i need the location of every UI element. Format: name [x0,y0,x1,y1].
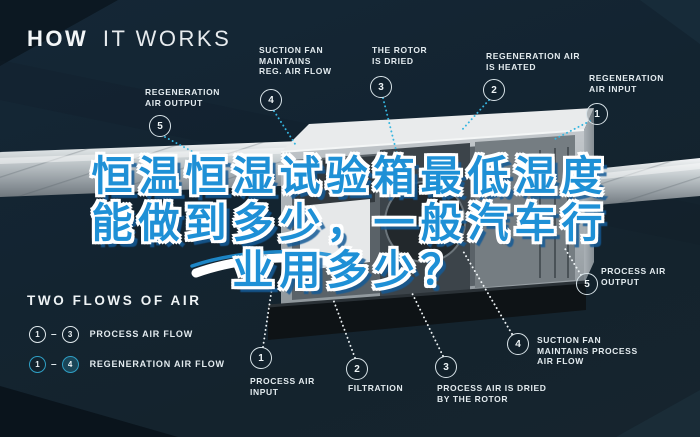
title-light: IT WORKS [102,26,232,51]
callout-label-regen-output: REGENERATION AIR OUTPUT [145,87,221,108]
legend-circle-number: 1 [35,359,40,369]
callout-label-rotor-dried: THE ROTOR IS DRIED [372,45,428,66]
headline-line-2: 能做到多少，一般汽车行 [91,200,609,246]
badge-number: 4 [515,338,521,350]
machine-top-face [281,108,594,152]
callout-label-process-input: PROCESS AIR INPUT [250,376,315,397]
machine-panel-right [475,135,575,288]
legend-circle-to: 4 [61,355,79,373]
machine-right-face [584,108,594,284]
badge-number: 5 [584,278,590,290]
callout-badge-filtration: 2 [346,358,368,380]
machine-panel-dark-left [295,156,375,209]
badge-number: 3 [378,81,384,93]
legend-circle-number: 1 [35,329,40,339]
legend-range-dash: – [51,328,57,340]
callout-badge-regen-input: 1 [586,103,608,125]
legend-circle-from: 1 [29,325,46,343]
swoosh-accent [190,249,332,278]
legend-title: TWO FLOWS OF AIR [27,293,202,308]
page-title: HOW IT WORKS [27,26,231,52]
corner-band-bottom-left [0,386,178,437]
legend-circle-number: 3 [67,329,73,339]
corner-band-bottom-right [616,390,700,437]
callout-badge-regen-output: 5 [149,115,171,137]
legend-circle-from: 1 [29,355,46,373]
callout-badge-suction-reg: 4 [260,89,282,111]
badge-number: 2 [491,84,497,96]
callout-label-regen-heated: REGENERATION AIR IS HEATED [486,51,581,72]
corner-band-top-right [640,0,700,44]
badge-number: 5 [157,120,163,132]
legend-range-dash: – [51,358,57,370]
callout-badge-regen-heated: 2 [483,79,505,101]
duct-right [585,158,700,206]
badge-number: 1 [594,108,600,120]
machine-base [268,282,586,340]
callout-badge-process-input: 1 [250,347,272,369]
headline-line-1: 恒温恒湿试验箱最低湿度 [91,153,609,199]
corner-band-top-left [0,0,118,66]
legend-circle-to: 3 [61,325,79,343]
machine-cabinet [267,108,594,340]
badge-number: 4 [268,94,274,106]
callout-badge-rotor-dried: 3 [370,76,392,98]
callout-label-suction-process: SUCTION FAN MAINTAINS PROCESS AIR FLOW [537,335,638,366]
headline-overlay: 恒温恒湿试验箱最低湿度 能做到多少，一般汽车行 业用多少？ [0,153,700,294]
badge-number: 1 [258,352,264,364]
headline-line-3: 业用多少？ [232,247,468,293]
legend-row-process: 1 – 3 PROCESS AIR FLOW [29,325,193,343]
legend-label-process: PROCESS AIR FLOW [89,329,194,339]
badge-number: 3 [443,361,449,373]
machine-rotor [384,181,466,263]
badge-number: 2 [354,363,360,375]
callout-label-filtration: FILTRATION [348,383,404,393]
callout-label-process-output: PROCESS AIR OUTPUT [601,266,666,287]
callout-label-dried-by-rotor: PROCESS AIR IS DRIED BY THE ROTOR [437,383,547,404]
regeneration-leader-lines [164,97,591,163]
process-leader-lines [262,246,582,359]
callout-label-regen-input: REGENERATION AIR INPUT [589,73,665,94]
legend-label-regeneration: REGENERATION AIR FLOW [89,359,225,369]
legend-circle-number: 4 [67,359,73,369]
callout-badge-process-output: 5 [576,273,598,295]
title-bold: HOW [27,26,89,51]
callout-badge-suction-process: 4 [507,333,529,355]
callout-label-suction-reg: SUCTION FAN MAINTAINS REG. AIR FLOW [259,45,332,76]
callout-badge-dried-by-rotor: 3 [435,356,457,378]
duct-left [0,140,330,197]
legend-row-regeneration: 1 – 4 REGENERATION AIR FLOW [29,355,225,373]
